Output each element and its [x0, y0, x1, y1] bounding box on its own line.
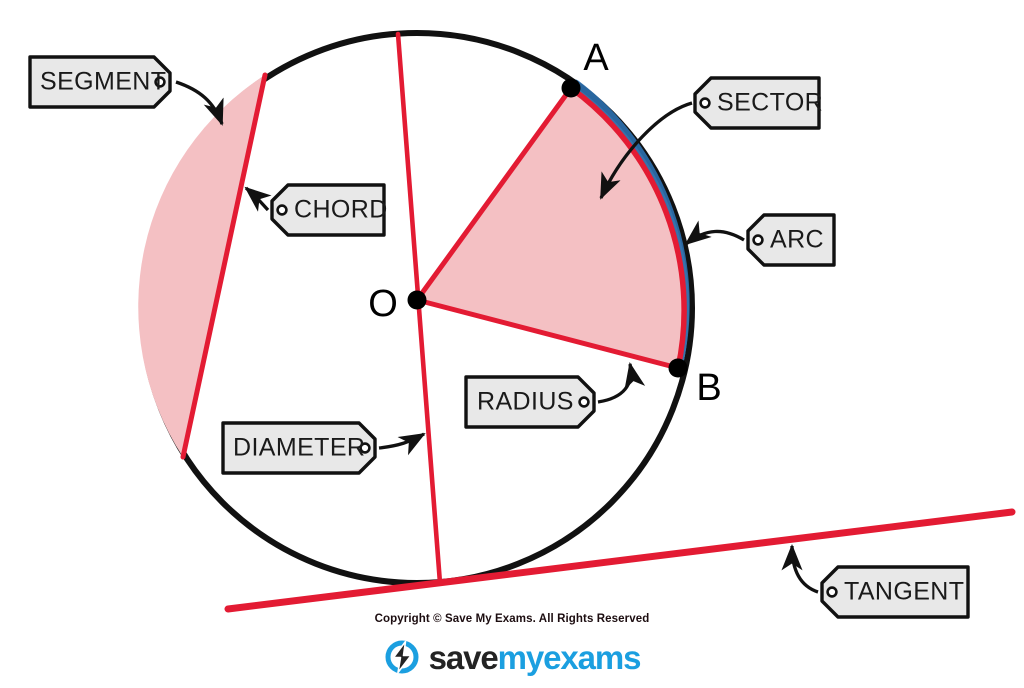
leader-tangent — [781, 544, 819, 594]
tag-eyelet-sector — [699, 97, 711, 109]
brand-logo-save: save — [428, 638, 499, 676]
point-B-dot — [668, 358, 688, 378]
brand-logo-exams: exams — [543, 638, 641, 676]
leader-sector — [599, 101, 693, 200]
tag-eyelet-arc — [752, 234, 764, 246]
point-O-dot — [407, 290, 427, 310]
tag-eyelet-diameter — [359, 442, 371, 454]
label-tag-segment[interactable]: SEGMENT — [28, 55, 172, 109]
brand-logo: savemyexams — [0, 639, 1024, 675]
label-text-segment: SEGMENT — [40, 68, 166, 96]
label-tag-sector[interactable]: SECTOR — [693, 76, 823, 130]
radius-line-OA — [414, 85, 574, 303]
label-tag-arc[interactable]: ARC — [746, 213, 836, 267]
leader-chord — [244, 186, 272, 212]
label-text-chord: CHORD — [294, 196, 388, 224]
chord-line — [180, 72, 268, 460]
copyright-text: Copyright © Save My Exams. All Rights Re… — [374, 613, 650, 625]
lightning-bolt-circle-icon — [385, 640, 419, 674]
segment-region — [138, 75, 265, 457]
label-text-radius: RADIUS — [477, 388, 574, 416]
tag-shape-chord — [270, 183, 386, 237]
leader-radius — [597, 362, 646, 404]
point-label-O: O — [368, 283, 398, 325]
tag-shape-diameter — [221, 421, 377, 475]
tag-eyelet-segment — [154, 76, 166, 88]
label-tag-tangent[interactable]: TANGENT — [820, 565, 970, 619]
sector-region — [417, 88, 685, 368]
label-tag-chord[interactable]: CHORD — [270, 183, 388, 237]
point-A-dot — [561, 78, 581, 98]
label-text-diameter: DIAMETER — [233, 434, 365, 462]
point-label-B: B — [696, 367, 721, 409]
tag-eyelet-radius — [578, 396, 590, 408]
label-text-arc: ARC — [770, 226, 824, 254]
label-tag-radius[interactable]: RADIUS — [464, 375, 596, 429]
tag-eyelet-tangent — [826, 586, 838, 598]
label-tag-diameter[interactable]: DIAMETER — [221, 421, 377, 475]
tag-eyelet-chord — [276, 204, 288, 216]
arc-AB — [568, 85, 687, 371]
label-text-tangent: TANGENT — [844, 578, 964, 606]
tangent-line — [224, 508, 1016, 613]
leader-segment — [175, 80, 224, 126]
tag-shape-segment — [28, 55, 172, 109]
point-label-A: A — [583, 37, 609, 79]
brand-logo-my: my — [497, 638, 545, 676]
label-text-sector: SECTOR — [717, 89, 823, 117]
leader-arc — [684, 220, 745, 246]
radius-line-OB — [414, 297, 681, 371]
tag-shape-tangent — [820, 565, 970, 619]
tag-shape-radius — [464, 375, 596, 429]
tag-shape-arc — [746, 213, 836, 267]
brand-logo-text: savemyexams — [428, 638, 642, 676]
leader-diameter — [378, 432, 426, 456]
tag-shape-sector — [693, 76, 821, 130]
